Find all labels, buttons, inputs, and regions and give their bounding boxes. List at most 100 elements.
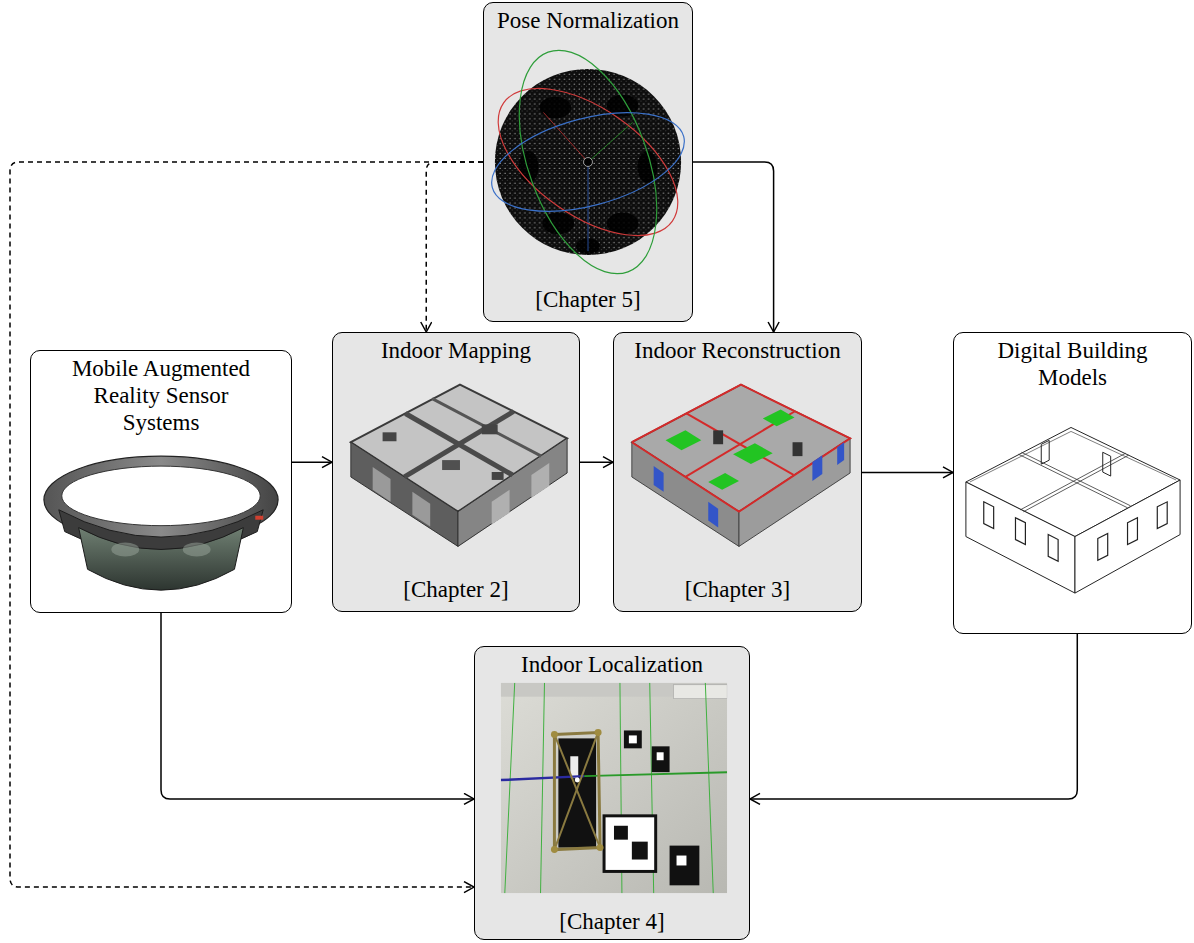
process-box: Indoor Reconstruction [Chapter 3] xyxy=(613,332,862,612)
illustration-part xyxy=(575,778,580,783)
illustration-part xyxy=(708,473,739,490)
chapter-label: [Chapter 5] xyxy=(535,286,640,313)
illustration-part xyxy=(708,502,718,528)
illustration-part xyxy=(111,543,139,557)
illustration-part xyxy=(713,430,723,444)
illustration-part xyxy=(539,97,571,119)
illustration-part xyxy=(970,431,1176,482)
illustration-part xyxy=(501,683,727,893)
center-dot xyxy=(584,158,593,167)
illustration-part xyxy=(1015,518,1025,545)
illustration-part xyxy=(519,151,539,183)
dashed-arrow xyxy=(426,162,483,332)
illustration-part xyxy=(793,442,803,456)
process-box: Indoor Localization [Chapter 4] xyxy=(474,646,750,940)
model-box: Digital Building Models xyxy=(953,332,1192,634)
illustration-part xyxy=(1048,535,1058,562)
illustration-part xyxy=(588,122,633,162)
illustration-part xyxy=(705,683,713,893)
illustration-part xyxy=(812,455,822,481)
illustration-part xyxy=(383,432,397,441)
illustration-part xyxy=(505,683,515,893)
flow-arrow xyxy=(750,634,1077,799)
illustration-part xyxy=(624,730,642,748)
illustration-part xyxy=(442,460,460,470)
illustration-part xyxy=(412,492,430,527)
process-box: Pose Normalization [Chapter 5] xyxy=(483,2,693,322)
flow-arrow xyxy=(292,461,332,463)
rotation-ellipse xyxy=(492,32,684,292)
illustration-part xyxy=(492,472,504,480)
point-cloud-illustration xyxy=(333,333,579,611)
rotation-ellipse xyxy=(473,59,703,265)
illustration-part xyxy=(1157,502,1167,529)
illustration-part xyxy=(677,856,687,866)
photo-illustration xyxy=(475,647,749,939)
illustration-part xyxy=(607,213,639,235)
illustration-part xyxy=(492,490,510,525)
node-title: Indoor Reconstruction xyxy=(634,337,840,364)
illustration-part xyxy=(62,466,260,526)
illustration-part xyxy=(482,424,498,434)
illustration-part xyxy=(984,502,994,529)
illustration-part xyxy=(1041,440,1049,464)
illustration-part xyxy=(1075,480,1180,593)
illustration-part xyxy=(531,463,549,498)
illustration-part xyxy=(670,846,700,886)
illustration-part xyxy=(541,683,545,893)
illustration-part xyxy=(432,399,541,457)
chapter-label: [Chapter 2] xyxy=(403,576,508,603)
node-title: Pose Normalization xyxy=(497,7,679,34)
illustration-part xyxy=(543,112,588,162)
illustration-part xyxy=(1020,453,1125,510)
illustration-part xyxy=(183,543,211,557)
illustration-part xyxy=(554,732,598,849)
node-title: Indoor Mapping xyxy=(381,337,531,364)
illustration-part xyxy=(674,685,728,699)
illustration-part xyxy=(629,735,637,743)
chapter-label: [Chapter 4] xyxy=(559,908,664,935)
illustration-part xyxy=(551,731,558,738)
flow-arrow xyxy=(580,461,613,463)
reconstruction-illustration xyxy=(614,333,861,611)
illustration-part xyxy=(604,816,656,872)
device-box: Mobile Augmented Reality Sensor Systems xyxy=(30,350,292,613)
illustration-part xyxy=(966,482,1075,593)
illustration-part xyxy=(1098,534,1108,561)
illustration-part xyxy=(501,683,727,893)
illustration-part xyxy=(1021,452,1130,506)
illustration-part xyxy=(666,430,702,450)
chapter-label: [Chapter 3] xyxy=(685,576,790,603)
flow-arrow xyxy=(862,472,953,474)
illustration-part xyxy=(763,410,795,427)
illustration-part xyxy=(404,411,513,476)
illustration-part xyxy=(1103,452,1111,476)
illustration-part xyxy=(1023,455,1128,512)
node-title: Mobile Augmented Reality Sensor Systems xyxy=(61,355,261,436)
point-sphere xyxy=(495,69,681,255)
illustration-part xyxy=(79,528,244,591)
process-box: Indoor Mapping [Chapter 2] xyxy=(332,332,580,612)
flow-arrow xyxy=(693,162,774,332)
illustration-part xyxy=(733,443,773,464)
illustration-part xyxy=(654,466,664,492)
illustration-part xyxy=(632,842,648,860)
illustration-part xyxy=(351,442,458,546)
sphere-illustration xyxy=(484,3,692,321)
illustration-part xyxy=(595,729,602,736)
node-title: Digital Building Models xyxy=(988,337,1158,391)
illustration-part xyxy=(657,752,664,760)
illustration-part xyxy=(837,442,844,465)
illustration-part xyxy=(652,746,670,772)
illustration-part xyxy=(1128,518,1138,545)
illustration-part xyxy=(255,516,263,520)
node-title: Indoor Localization xyxy=(521,651,703,678)
illustration-part xyxy=(554,732,600,849)
illustration-part xyxy=(351,385,567,512)
illustration-part xyxy=(373,467,391,502)
illustration-part xyxy=(614,826,628,840)
illustration-part xyxy=(584,772,727,776)
flow-arrow xyxy=(161,613,474,799)
illustration-part xyxy=(632,442,739,546)
rotation-ellipse xyxy=(481,94,695,229)
